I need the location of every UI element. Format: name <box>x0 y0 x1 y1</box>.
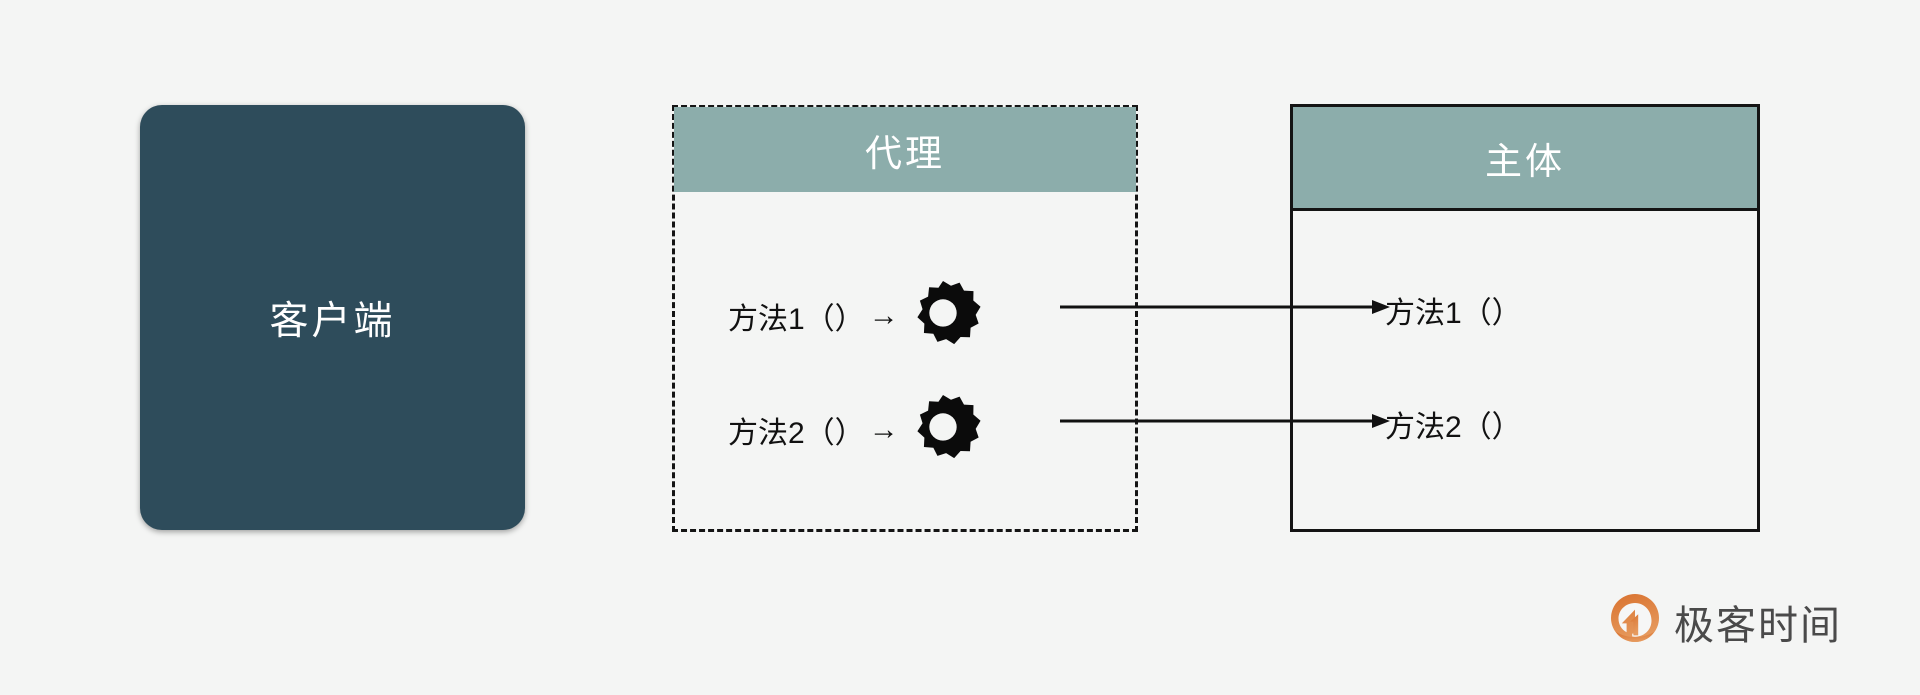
client-label: 客户端 <box>269 299 396 343</box>
proxy-header: 代理 <box>674 107 1136 192</box>
subject-box <box>1290 104 1760 532</box>
proxy-row: 方法1（） → <box>728 278 981 354</box>
logo-text: 极客时间 <box>1674 604 1842 648</box>
right-arrow-icon: → <box>868 299 899 332</box>
proxy-box <box>672 105 1138 532</box>
gear-icon <box>917 281 981 345</box>
client-box: 客户端 <box>140 105 525 530</box>
subject-header: 主体 <box>1293 107 1757 211</box>
geektime-logo: 极客时间 <box>1608 592 1842 652</box>
proxy-method-label: 方法1（） <box>728 303 865 336</box>
proxy-method-label: 方法2（） <box>728 417 865 450</box>
proxy-title: 代理 <box>865 132 945 174</box>
right-arrow-icon: → <box>868 413 899 446</box>
subject-method-label: 方法2（） <box>1385 411 1522 444</box>
connector-arrow-method2 <box>1060 414 1390 428</box>
proxy-row: 方法2（） → <box>728 392 981 468</box>
geektime-pin-icon <box>1611 594 1659 642</box>
connector-arrow-method1 <box>1060 300 1390 314</box>
gear-icon <box>917 395 981 459</box>
subject-method-label: 方法1（） <box>1385 297 1522 330</box>
subject-title: 主体 <box>1485 140 1565 182</box>
